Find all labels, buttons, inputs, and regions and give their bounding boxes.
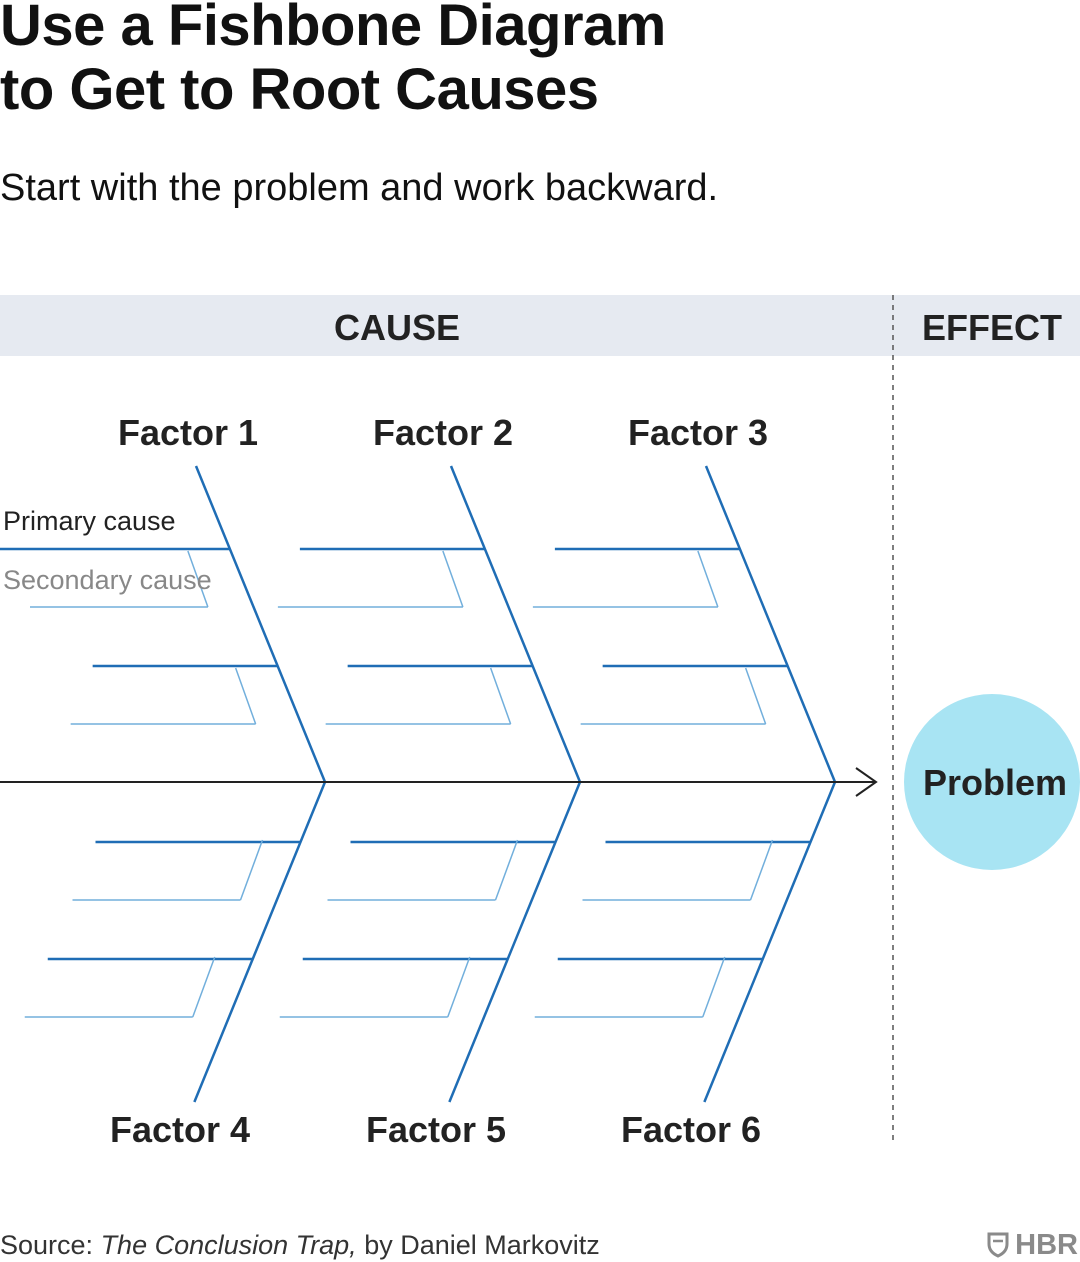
- secondary-cause-connector: [442, 550, 464, 608]
- fishbone-diagram: CAUSE EFFECT Problem Primary cause Secon…: [0, 295, 1080, 1150]
- legend-secondary-cause: Secondary cause: [3, 565, 212, 595]
- factor-bone-bottom-3: [703, 781, 837, 1103]
- factor-bone-top-1: [194, 465, 327, 783]
- factor-bone-bottom-1: [193, 781, 327, 1103]
- shield-icon: [987, 1232, 1009, 1258]
- problem-circle: [904, 694, 1080, 870]
- cause-label: CAUSE: [334, 307, 460, 348]
- secondary-cause-connector: [192, 956, 216, 1018]
- factor-bone-top-3: [704, 465, 837, 783]
- title-line-1: Use a Fishbone Diagram: [0, 0, 666, 58]
- secondary-cause-connector: [749, 839, 774, 901]
- secondary-cause-connector: [702, 956, 726, 1018]
- hbr-logo: HBR: [987, 1228, 1078, 1262]
- factor-2-label: Factor 2: [373, 412, 513, 453]
- header-band: [0, 295, 1080, 356]
- factor-6-label: Factor 6: [621, 1109, 761, 1150]
- problem-label: Problem: [923, 762, 1067, 803]
- spine-arrowhead-icon: [855, 767, 878, 797]
- source-author: by Daniel Markovitz: [356, 1230, 600, 1260]
- secondary-cause-connector: [447, 956, 471, 1018]
- page-title: Use a Fishbone Diagram to Get to Root Ca…: [0, 0, 1000, 122]
- secondary-cause-connector: [489, 667, 512, 725]
- source-title: The Conclusion Trap,: [100, 1230, 357, 1260]
- secondary-cause-connector: [187, 550, 209, 608]
- bones-group: [0, 465, 837, 1103]
- secondary-cause-connector: [234, 667, 257, 725]
- secondary-cause-connector: [239, 839, 264, 901]
- logo-text: HBR: [1015, 1228, 1078, 1261]
- factor-bone-top-2: [449, 465, 582, 783]
- legend-primary-cause: Primary cause: [3, 506, 176, 536]
- factor-4-label: Factor 4: [110, 1109, 250, 1150]
- factor-bone-bottom-2: [448, 781, 582, 1103]
- effect-label: EFFECT: [922, 307, 1062, 348]
- title-line-2: to Get to Root Causes: [0, 57, 599, 122]
- secondary-cause-connector: [744, 667, 767, 725]
- factor-3-label: Factor 3: [628, 412, 768, 453]
- factor-1-label: Factor 1: [118, 412, 258, 453]
- factor-5-label: Factor 5: [366, 1109, 506, 1150]
- source-note: Source: The Conclusion Trap, by Daniel M…: [0, 1228, 600, 1262]
- subtitle: Start with the problem and work backward…: [0, 167, 719, 209]
- source-prefix: Source:: [0, 1230, 101, 1260]
- secondary-cause-connector: [494, 839, 519, 901]
- secondary-cause-connector: [697, 550, 719, 608]
